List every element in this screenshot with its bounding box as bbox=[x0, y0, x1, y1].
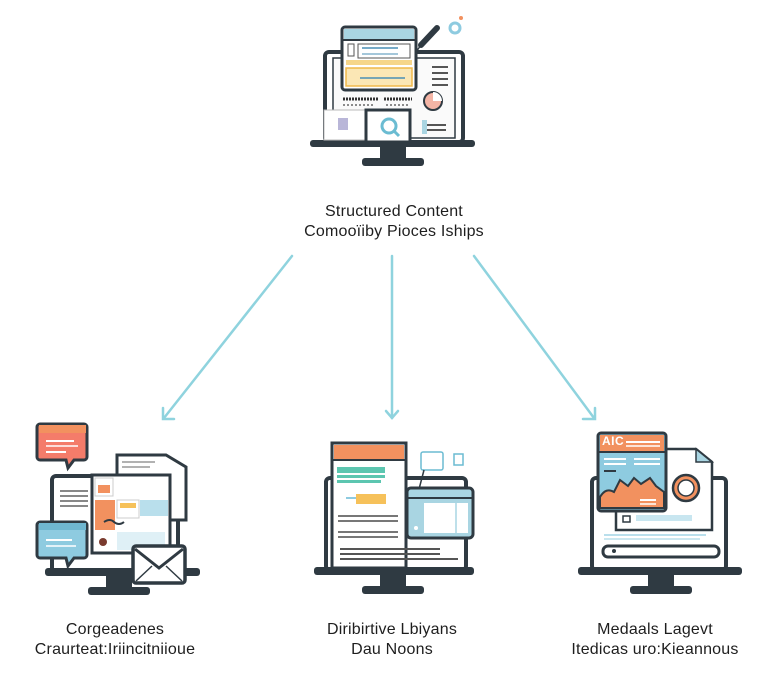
child-0-label: Corgeadenes Craurteat:Iriincitniioue bbox=[5, 620, 225, 660]
root-title: Structured Content Comooïiby Pioces Ishi… bbox=[264, 202, 524, 242]
child-2-label-line2: Itedicas uro:Kieannous bbox=[571, 641, 739, 658]
edge-arrow-right bbox=[472, 254, 596, 420]
child-2-label: Medaals Lagevt Itedicas uro:Kieannous bbox=[545, 620, 765, 660]
root-title-line2: Comooïiby Pioces Iships bbox=[304, 223, 484, 240]
child-1-label: Diribirtive Lbiyans Dau Noons bbox=[282, 620, 502, 660]
arrowhead-middle-icon bbox=[384, 409, 400, 420]
child-1-label-line2: Dau Noons bbox=[351, 641, 433, 658]
arrowhead-right-icon bbox=[581, 406, 597, 421]
arrowhead-left-icon bbox=[161, 406, 176, 421]
edge-arrow-left bbox=[162, 254, 294, 420]
child-2-badge: AIC bbox=[602, 434, 625, 448]
child-0-label-line2: Craurteat:Iriincitniioue bbox=[34, 641, 196, 658]
child-0-label-line1: Corgeadenes bbox=[65, 621, 165, 638]
root-title-line1: Structured Content bbox=[325, 203, 463, 220]
child-1-label-line1: Diribirtive Lbiyans bbox=[326, 621, 458, 638]
child-2-label-line1: Medaals Lagevt bbox=[597, 621, 713, 638]
